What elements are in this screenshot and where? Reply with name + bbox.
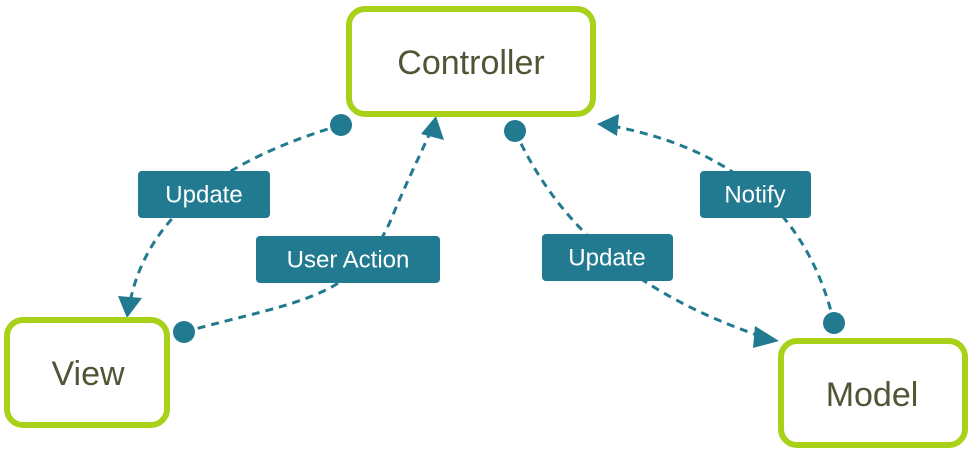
tag-controller-to-view-label: Update (165, 182, 242, 209)
tag-model-to-controller: Notify (700, 171, 811, 218)
tag-controller-to-model: Update (542, 234, 673, 281)
node-view-box (4, 317, 170, 428)
edge-controller-to-view (118, 114, 352, 318)
node-model-label: Model (826, 376, 919, 414)
edge-model-to-controller-line (611, 124, 836, 324)
edge-controller-to-view-line (128, 123, 342, 303)
edge-model-to-controller-arrow (597, 114, 619, 136)
node-model: Model (778, 338, 968, 448)
edge-view-to-controller-start-dot (173, 321, 195, 343)
tag-model-to-controller-box (700, 171, 811, 218)
edge-view-to-controller (173, 116, 444, 343)
tag-controller-to-model-box (542, 234, 673, 281)
node-controller: Controller (346, 6, 596, 117)
node-view-label: View (51, 355, 125, 393)
node-view: View (4, 317, 170, 428)
edge-controller-to-view-start-dot (330, 114, 352, 136)
tag-view-to-controller: User Action (256, 236, 440, 283)
node-model-box (778, 338, 968, 448)
edge-controller-to-model-start-dot (504, 120, 526, 142)
tag-controller-to-view: Update (138, 171, 270, 218)
tag-controller-to-model-label: Update (568, 245, 645, 272)
tag-model-to-controller-label: Notify (724, 182, 785, 209)
edge-controller-to-model-line (513, 130, 761, 338)
tag-controller-to-view-box (138, 171, 270, 218)
node-controller-box (346, 6, 596, 117)
edge-controller-to-view-arrow (118, 296, 142, 318)
edge-model-to-controller (597, 114, 845, 334)
edge-view-to-controller-line (183, 132, 432, 334)
node-controller-label: Controller (397, 44, 544, 82)
tag-view-to-controller-box (256, 236, 440, 283)
tag-view-to-controller-label: User Action (287, 247, 410, 274)
edge-model-to-controller-start-dot (823, 312, 845, 334)
edge-view-to-controller-arrow (421, 116, 444, 140)
edge-controller-to-model-arrow (753, 326, 779, 348)
